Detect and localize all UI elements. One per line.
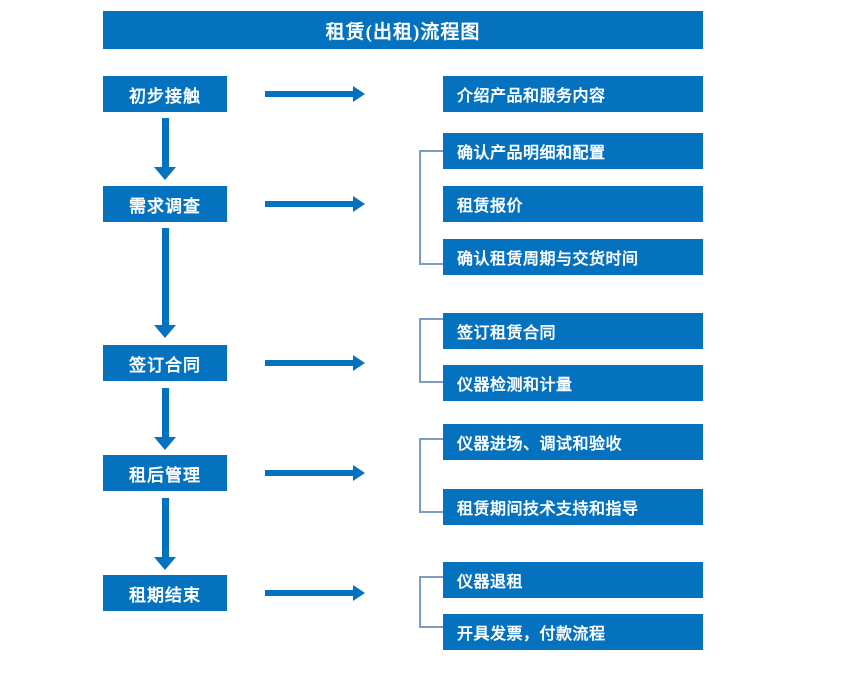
detail-label: 介绍产品和服务内容 <box>457 88 606 105</box>
stage-box-3[interactable]: 签订合同 <box>103 345 227 381</box>
detail-box-8[interactable]: 租赁期间技术支持和指导 <box>443 489 703 525</box>
flow-arrow-down-1 <box>154 118 176 180</box>
detail-box-1[interactable]: 介绍产品和服务内容 <box>443 76 703 112</box>
group-bracket-3 <box>419 318 443 383</box>
detail-label: 仪器进场、调试和验收 <box>457 436 623 453</box>
detail-label: 租赁期间技术支持和指导 <box>457 501 639 518</box>
detail-label: 仪器检测和计量 <box>457 377 573 394</box>
branch-arrow-right-3 <box>265 355 365 371</box>
stage-label: 租后管理 <box>129 465 201 485</box>
detail-label: 确认租赁周期与交货时间 <box>457 251 639 268</box>
group-bracket-4 <box>419 438 443 513</box>
detail-label: 租赁报价 <box>457 198 524 215</box>
stage-box-5[interactable]: 租期结束 <box>103 575 227 611</box>
detail-box-10[interactable]: 开具发票，付款流程 <box>443 614 703 650</box>
stage-label: 签订合同 <box>129 355 201 375</box>
group-bracket-2 <box>419 150 443 265</box>
detail-label: 开具发票，付款流程 <box>457 626 606 643</box>
detail-box-5[interactable]: 签订租赁合同 <box>443 313 703 349</box>
page-title: 租赁(出租)流程图 <box>103 11 703 49</box>
detail-box-7[interactable]: 仪器进场、调试和验收 <box>443 424 703 460</box>
detail-box-9[interactable]: 仪器退租 <box>443 562 703 598</box>
detail-label: 仪器退租 <box>457 574 524 591</box>
stage-label: 需求调查 <box>129 196 201 216</box>
branch-arrow-right-5 <box>265 585 365 601</box>
stage-label: 初步接触 <box>129 86 201 106</box>
detail-label: 签订租赁合同 <box>457 325 557 342</box>
detail-box-4[interactable]: 确认租赁周期与交货时间 <box>443 239 703 275</box>
detail-box-6[interactable]: 仪器检测和计量 <box>443 365 703 401</box>
branch-arrow-right-1 <box>265 86 365 102</box>
detail-label: 确认产品明细和配置 <box>457 145 606 162</box>
detail-box-2[interactable]: 确认产品明细和配置 <box>443 133 703 169</box>
flow-arrow-down-2 <box>154 228 176 338</box>
stage-label: 租期结束 <box>129 585 201 605</box>
stage-box-2[interactable]: 需求调查 <box>103 186 227 222</box>
detail-box-3[interactable]: 租赁报价 <box>443 186 703 222</box>
stage-box-4[interactable]: 租后管理 <box>103 455 227 491</box>
branch-arrow-right-2 <box>265 196 365 212</box>
flow-arrow-down-4 <box>154 498 176 570</box>
branch-arrow-right-4 <box>265 465 365 481</box>
stage-box-1[interactable]: 初步接触 <box>103 76 227 112</box>
flow-arrow-down-3 <box>154 388 176 450</box>
group-bracket-5 <box>419 576 443 628</box>
